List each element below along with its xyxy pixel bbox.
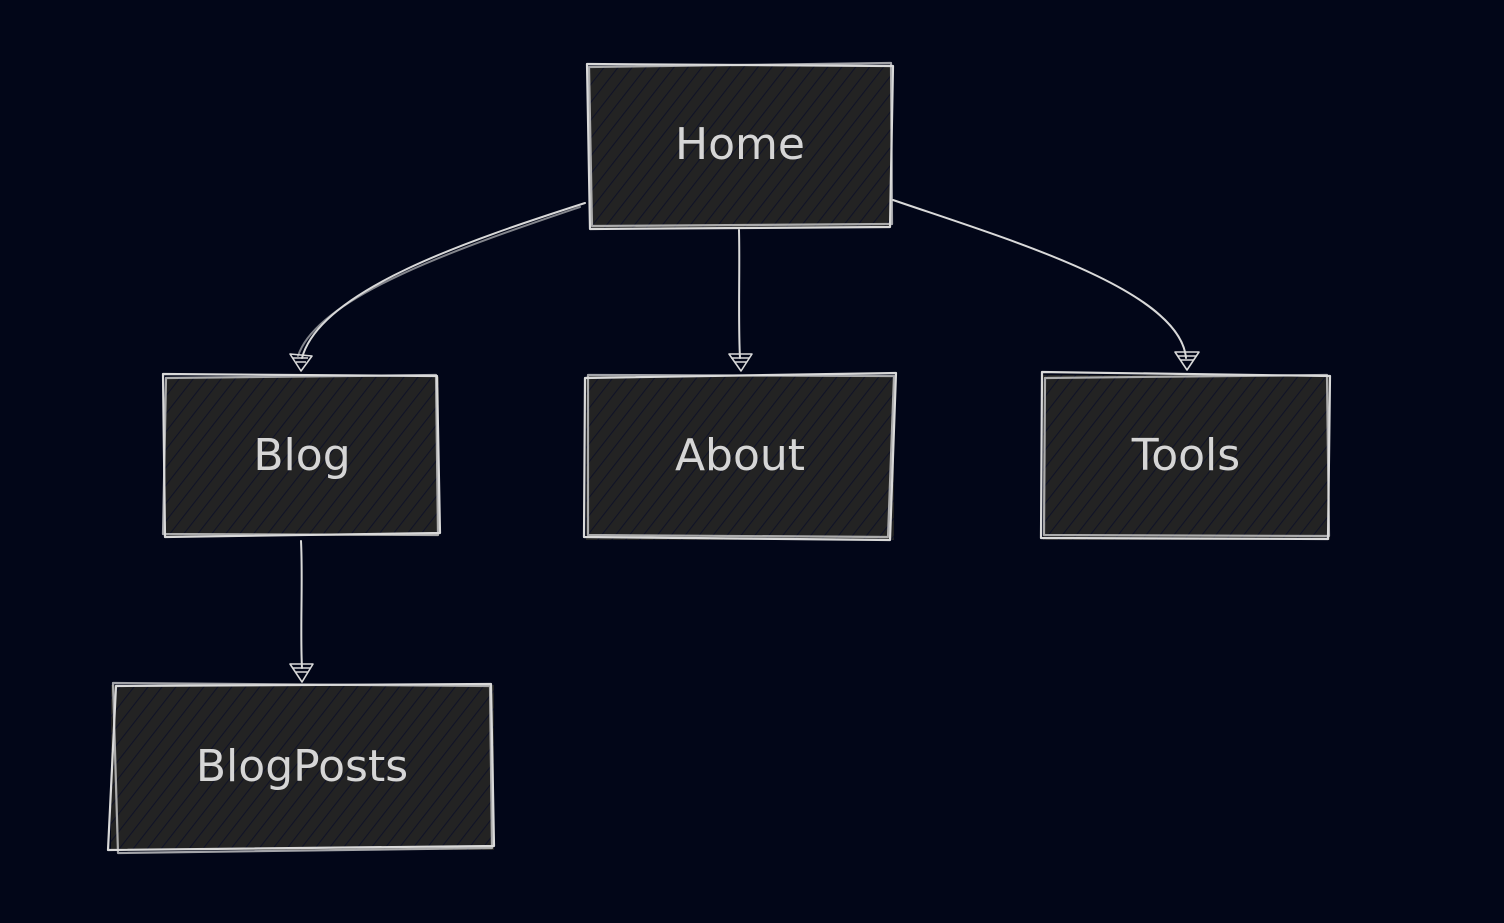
edge-home-to-about [728, 229, 753, 372]
edge-home-to-tools [892, 199, 1200, 371]
node-label-home: Home [675, 119, 805, 170]
node-label-blog: Blog [253, 430, 350, 481]
node-blogposts[interactable]: BlogPosts [106, 681, 496, 855]
node-about[interactable]: About [582, 371, 898, 542]
node-tools[interactable]: Tools [1039, 370, 1332, 541]
node-label-blogposts: BlogPosts [196, 741, 408, 792]
node-blog[interactable]: Blog [161, 372, 442, 539]
arrow-head-icon [728, 353, 753, 372]
node-label-about: About [675, 430, 805, 481]
edges [289, 199, 1200, 683]
edge-blog-to-blogposts [289, 540, 314, 683]
edge-home-to-blog [289, 202, 586, 372]
node-label-tools: Tools [1131, 430, 1240, 481]
arrow-head-icon [289, 663, 314, 683]
arrow-head-icon [1174, 351, 1200, 371]
node-home[interactable]: Home [585, 61, 895, 231]
arrow-head-icon [289, 353, 313, 372]
